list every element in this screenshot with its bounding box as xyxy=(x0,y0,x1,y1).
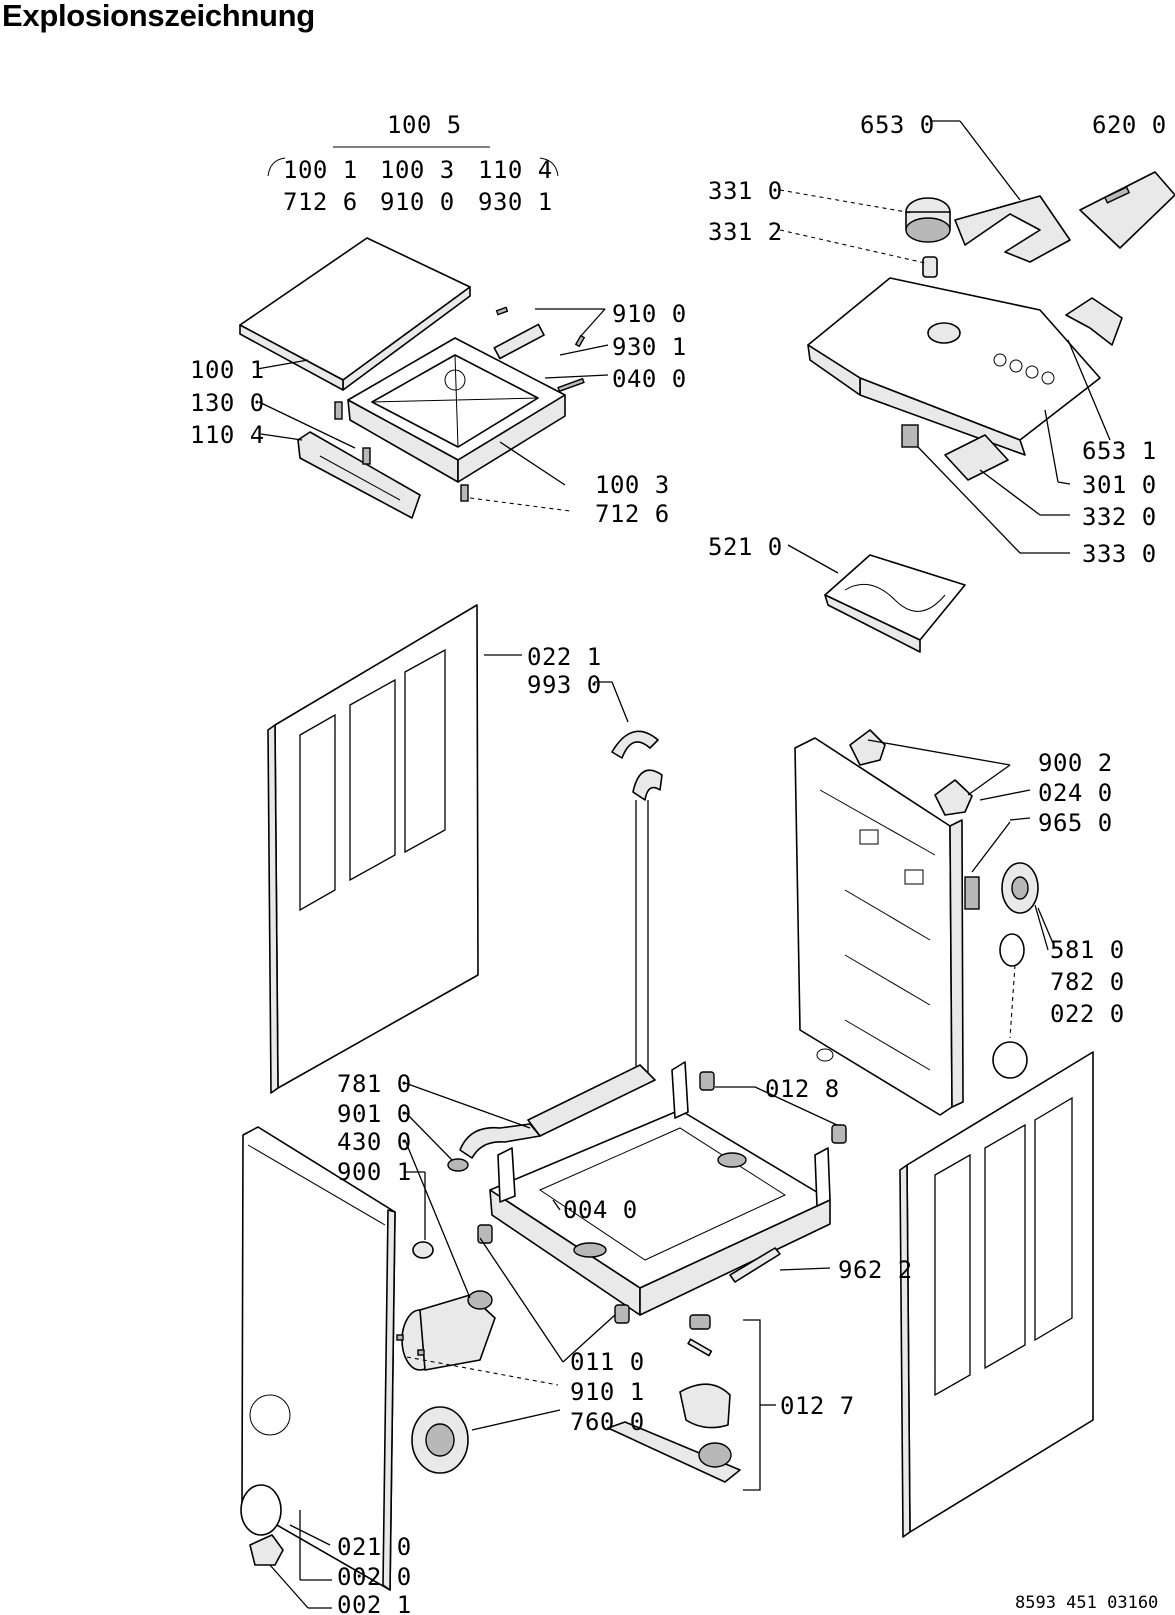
label-712-6-top: 712 6 xyxy=(283,188,358,216)
label-331-2: 331 2 xyxy=(708,218,783,246)
label-581-0: 581 0 xyxy=(1050,936,1125,964)
top-lid-group xyxy=(239,237,586,519)
label-100-3-top: 100 3 xyxy=(380,156,455,184)
side-panel-right xyxy=(899,1051,1094,1538)
front-panel xyxy=(241,1126,396,1591)
label-021-0: 021 0 xyxy=(337,1533,412,1561)
label-781-0: 781 0 xyxy=(337,1070,412,1098)
lid-panel xyxy=(239,237,471,391)
label-900-2: 900 2 xyxy=(1038,749,1113,777)
label-962-2: 962 2 xyxy=(838,1256,913,1284)
leader-lines xyxy=(256,120,1111,1609)
label-130-0: 130 0 xyxy=(190,389,265,417)
label-100-3: 100 3 xyxy=(595,471,670,499)
base-frame xyxy=(477,1061,847,1324)
filling-hose xyxy=(447,730,663,1172)
label-521-0: 521 0 xyxy=(708,533,783,561)
label-333-0: 333 0 xyxy=(1082,540,1157,568)
label-653-0: 653 0 xyxy=(860,111,935,139)
page-title: Explosionszeichnung xyxy=(2,0,315,33)
document-number: 8593 451 03160 xyxy=(1015,1593,1158,1613)
label-993-0: 993 0 xyxy=(527,671,602,699)
label-653-1: 653 1 xyxy=(1082,437,1157,465)
label-040-0: 040 0 xyxy=(612,365,687,393)
front-bezel xyxy=(297,431,421,519)
label-930-1: 930 1 xyxy=(612,333,687,361)
pulley-belt xyxy=(992,862,1039,1079)
rear-frame-panel xyxy=(794,729,980,1116)
control-panel-group xyxy=(807,171,1175,653)
drain-pump xyxy=(240,1241,496,1566)
label-024-0: 024 0 xyxy=(1038,779,1113,807)
label-100-5: 100 5 xyxy=(387,111,462,139)
label-011-0: 011 0 xyxy=(570,1348,645,1376)
label-002-1: 002 1 xyxy=(337,1591,412,1615)
label-620-0: 620 0 xyxy=(1092,111,1167,139)
label-910-0-top: 910 0 xyxy=(380,188,455,216)
label-430-0: 430 0 xyxy=(337,1128,412,1156)
label-332-0: 332 0 xyxy=(1082,503,1157,531)
label-022-1: 022 1 xyxy=(527,643,602,671)
label-331-0: 331 0 xyxy=(708,177,783,205)
label-301-0: 301 0 xyxy=(1082,471,1157,499)
label-002-0: 002 0 xyxy=(337,1563,412,1591)
side-panel-left xyxy=(267,604,479,1094)
label-012-7: 012 7 xyxy=(780,1392,855,1420)
label-910-1: 910 1 xyxy=(570,1378,645,1406)
electronic-module xyxy=(824,554,966,653)
label-110-4-top: 110 4 xyxy=(478,156,553,184)
top-frame xyxy=(347,323,566,483)
label-110-4: 110 4 xyxy=(190,421,265,449)
label-004-0: 004 0 xyxy=(563,1196,638,1224)
label-901-0: 901 0 xyxy=(337,1100,412,1128)
label-910-0: 910 0 xyxy=(612,300,687,328)
label-012-8: 012 8 xyxy=(765,1075,840,1103)
label-712-6: 712 6 xyxy=(595,500,670,528)
part-labels: 100 5 100 1 100 3 110 4 712 6 910 0 930 … xyxy=(190,111,1167,1615)
label-022-0: 022 0 xyxy=(1050,1000,1125,1028)
label-782-0: 782 0 xyxy=(1050,968,1125,996)
control-fascia xyxy=(807,277,1101,456)
misc-parts xyxy=(607,1247,781,1483)
label-930-1-top: 930 1 xyxy=(478,188,553,216)
label-965-0: 965 0 xyxy=(1038,809,1113,837)
label-760-0: 760 0 xyxy=(570,1408,645,1436)
label-100-1-top: 100 1 xyxy=(283,156,358,184)
label-900-1: 900 1 xyxy=(337,1158,412,1186)
label-100-1: 100 1 xyxy=(190,356,265,384)
